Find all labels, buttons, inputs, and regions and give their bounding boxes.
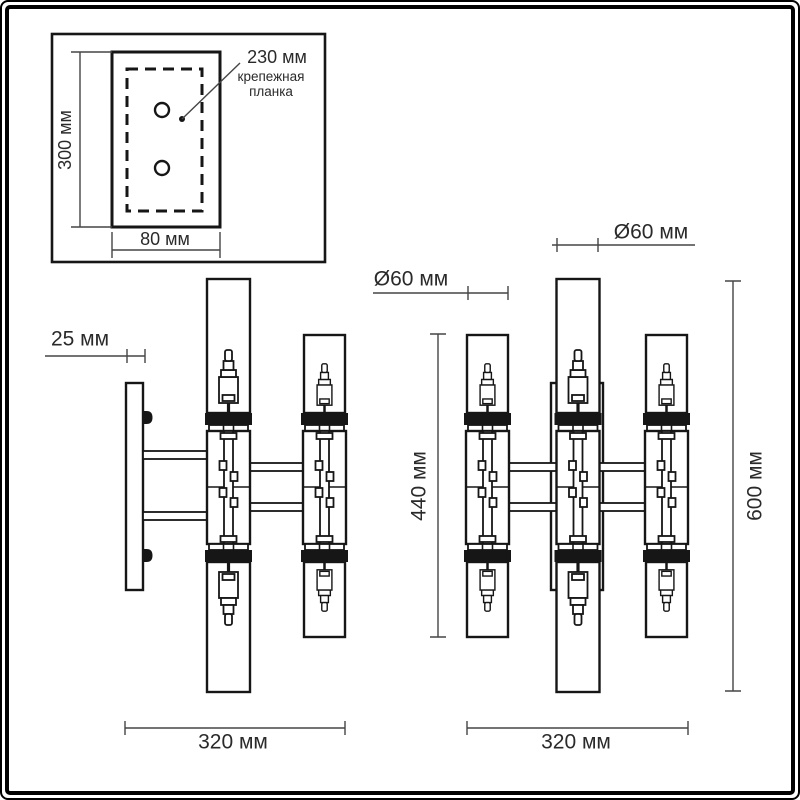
wall-plate-side [124,381,145,592]
shade-diameter-center-dimension [552,238,695,252]
front-width-dimension [466,721,689,735]
candle-column-center [555,279,602,692]
inset-border [50,32,327,264]
mounting-screw [143,549,153,562]
candle-column-left [464,335,511,637]
shade-diameter-left-dimension [373,286,509,300]
candle-column-front [205,279,252,692]
support-arm [249,462,305,472]
leader-line [181,62,241,120]
support-arm [597,502,647,512]
wall-offset-dimension [45,349,146,363]
mounting-plate [110,50,222,229]
candle-column-rear [301,335,348,637]
dim-label-shade-diameter-left: Ø60 мм [373,267,449,291]
dim-label-side-width: 320 мм [198,730,268,754]
dim-label-inner-height: 440 мм [407,451,431,521]
support-arm [597,462,647,472]
dim-label-plate-width: 80 мм [140,229,190,249]
dim-label-bracket-length: 230 мм [247,47,307,67]
mounting-plate-inset [50,32,327,264]
front-view [373,238,741,735]
mounting-bracket-label: крепежная планка [237,68,305,99]
support-arm [142,511,208,521]
inner-height-dimension [430,333,446,638]
plate-width-dimension [111,232,221,258]
mounting-hole [153,159,171,177]
dim-label-total-height: 600 мм [743,451,767,521]
dim-label-wall-offset: 25 мм [50,327,110,351]
side-width-dimension [124,721,346,735]
support-arm [507,462,559,472]
mounting-hole [153,101,171,119]
side-view [45,279,348,735]
dim-label-front-width: 320 мм [541,730,611,754]
support-arm [249,502,305,512]
mounting-bracket-dashed [125,67,204,213]
plate-height-dimension [71,51,112,228]
candle-column-right [643,335,690,637]
dim-label-plate-height: 300 мм [55,110,75,170]
dim-label-shade-diameter-center: Ø60 мм [613,220,689,244]
support-arm [142,450,208,460]
total-height-dimension [725,280,741,692]
mounting-screw [143,411,153,424]
support-arm [507,502,559,512]
